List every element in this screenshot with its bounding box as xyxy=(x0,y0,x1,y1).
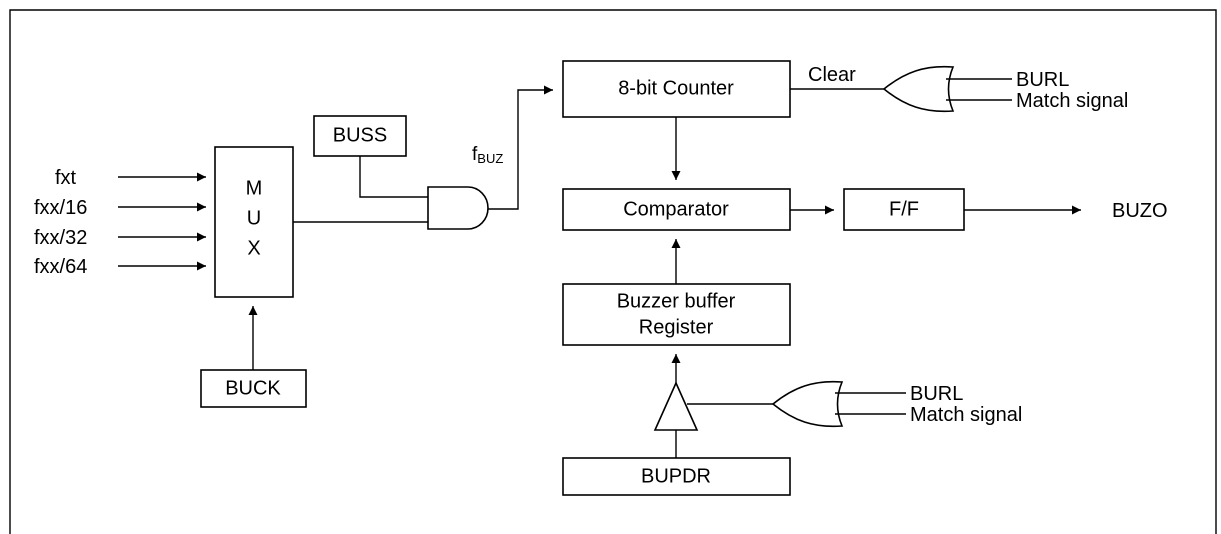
match-top-label: Match signal xyxy=(1016,90,1128,112)
bupdr-label: BUPDR xyxy=(641,465,711,487)
counter-label: 8-bit Counter xyxy=(618,77,734,99)
burl-top-label: BURL xyxy=(1016,69,1069,91)
input-fxx16-label: fxx/16 xyxy=(34,197,87,219)
input-fxx64-label: fxx/64 xyxy=(34,256,87,278)
clear-label: Clear xyxy=(808,64,856,86)
buck-block xyxy=(200,369,307,408)
buzo-label: BUZO xyxy=(1112,200,1168,222)
buck-label: BUCK xyxy=(225,377,281,399)
buss-label: BUSS xyxy=(333,124,387,146)
frame xyxy=(9,9,1217,534)
burl-bottom-label: BURL xyxy=(910,383,963,405)
comparator-label: Comparator xyxy=(623,198,729,220)
counter-block xyxy=(562,60,791,118)
ff-label: F/F xyxy=(889,198,919,220)
ff-block xyxy=(843,188,965,231)
mux-letter-x: X xyxy=(247,237,260,259)
or-gate-bottom xyxy=(771,380,844,428)
tristate-buffer xyxy=(653,381,699,431)
fbuz-label: fBUZ xyxy=(472,144,503,166)
buffer-register-line2: Register xyxy=(639,316,714,338)
bupdr-block xyxy=(562,457,791,496)
comparator-block xyxy=(562,188,791,231)
mux-letter-u: U xyxy=(247,207,261,229)
wire-buss-to-and xyxy=(359,156,428,198)
match-bottom-label: Match signal xyxy=(910,404,1022,426)
input-fxt-label: fxt xyxy=(55,167,77,189)
mux-letter-m: M xyxy=(246,177,263,199)
buss-block xyxy=(313,115,407,157)
or-gate-top xyxy=(882,65,955,113)
buffer-register-block xyxy=(562,283,791,346)
input-fxx32-label: fxx/32 xyxy=(34,227,87,249)
mux-block xyxy=(214,146,294,298)
buffer-register-line1: Buzzer buffer xyxy=(617,290,736,312)
wire-fbuz xyxy=(488,85,553,210)
and-gate xyxy=(427,186,489,230)
